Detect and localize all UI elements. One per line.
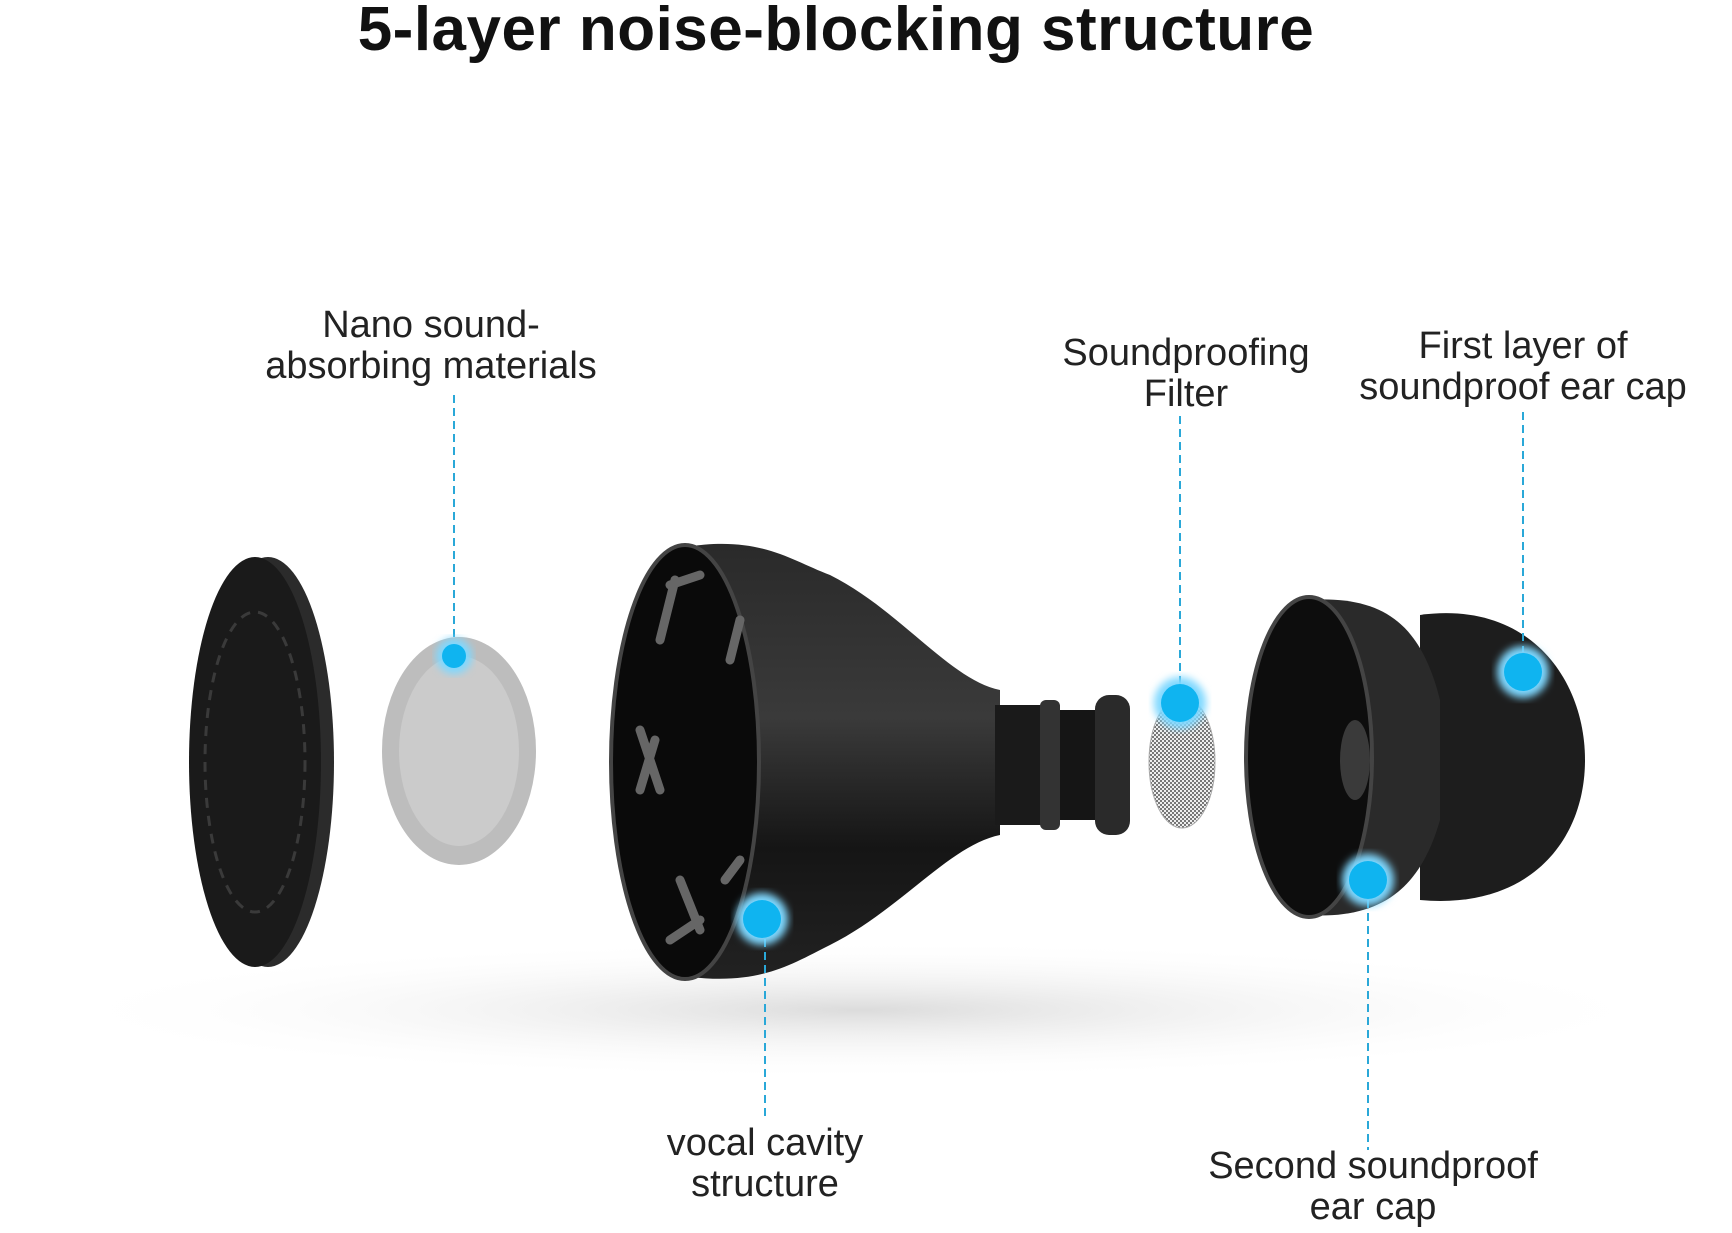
ear-cap: [1244, 595, 1585, 919]
callout-dot-second-cap: [1342, 854, 1394, 906]
callout-dot-filter: [1154, 677, 1206, 729]
label-nano-materials: Nano sound- absorbing materials: [265, 305, 597, 387]
outer-cover-disc: [189, 557, 334, 967]
label-line: absorbing materials: [265, 345, 597, 387]
label-first-ear-cap: First layer of soundproof ear cap: [1359, 326, 1686, 408]
callout-dots: [436, 638, 1549, 945]
callout-dot-nano: [436, 638, 472, 674]
label-soundproofing-filter: Soundproofing Filter: [1062, 333, 1309, 415]
label-line: Filter: [1143, 373, 1229, 415]
floor-shadow: [40, 940, 1680, 1080]
label-line: Second soundproof: [1208, 1145, 1538, 1187]
label-line: ear cap: [1309, 1186, 1437, 1228]
label-vocal-cavity: vocal cavity structure: [667, 1123, 863, 1205]
label-line: Nano sound-: [322, 304, 540, 346]
label-line: vocal cavity: [666, 1122, 864, 1164]
label-line: Soundproofing: [1062, 332, 1310, 374]
callout-dot-first-cap: [1497, 646, 1549, 698]
label-second-ear-cap: Second soundproof ear cap: [1208, 1146, 1538, 1228]
leader-lines: [453, 395, 1524, 1150]
page-title: 5-layer noise-blocking structure: [357, 0, 1315, 64]
callout-dot-vocal: [736, 893, 788, 945]
label-line: First layer of: [1418, 325, 1628, 367]
label-line: structure: [691, 1163, 839, 1205]
vocal-cavity-funnel: [609, 543, 1130, 981]
label-line: soundproof ear cap: [1359, 366, 1687, 408]
